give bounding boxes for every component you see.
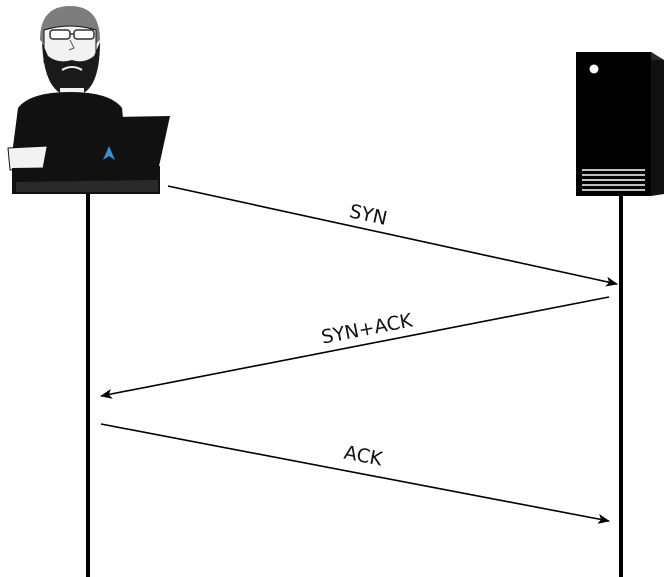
ack-label: ACK xyxy=(342,442,384,471)
user-laptop-icon xyxy=(7,6,170,194)
syn-label: SYN xyxy=(347,200,389,230)
syn-arrow xyxy=(167,185,618,287)
server-tower-icon xyxy=(576,52,664,196)
ack-arrow xyxy=(100,423,610,524)
syn-ack-arrow xyxy=(100,296,610,399)
syn-ack-label: SYN+ACK xyxy=(320,309,415,348)
